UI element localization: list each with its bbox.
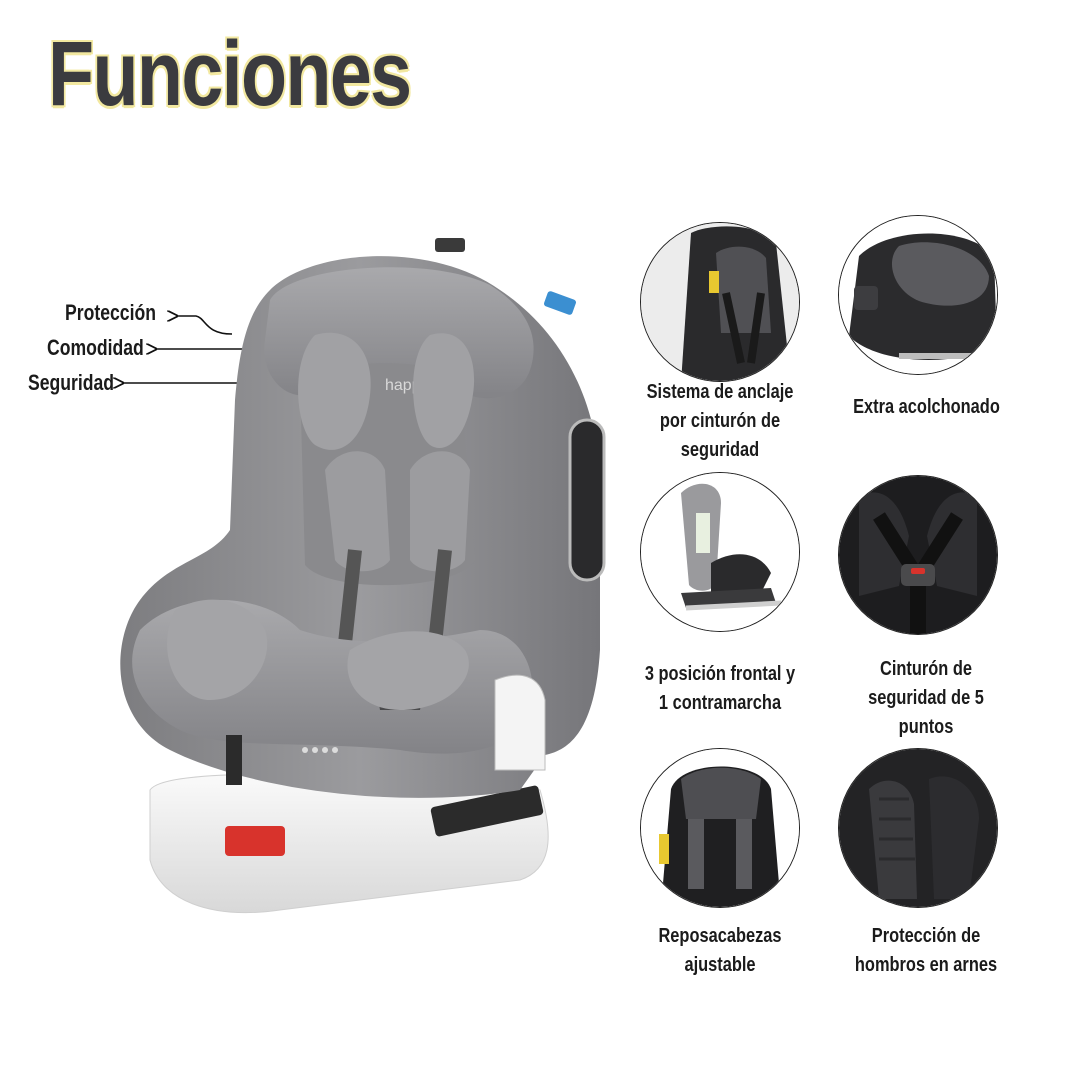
padding-closeup-icon	[838, 215, 998, 375]
seat-brand-text: happ	[385, 377, 421, 394]
caption-anclaje: Sistema de anclaje por cinturón de segur…	[646, 381, 794, 461]
harness-buckle-icon	[838, 475, 998, 635]
shoulder-pad-icon	[838, 748, 998, 908]
caption-posiciones: 3 posición frontal y 1 contramarcha	[644, 663, 796, 714]
seat-top-view-icon	[640, 222, 800, 382]
headrest-icon	[640, 748, 800, 908]
car-seat-illustration: happ	[120, 238, 606, 914]
caption-cinturon: Cinturón de seguridad de 5 puntos	[868, 658, 984, 738]
callout-proteccion: Protección	[65, 300, 156, 325]
caption-acolchonado: Extra acolchonado	[852, 396, 1000, 418]
caption-hombros: Protección de hombros en arnes	[854, 925, 998, 976]
seat-side-view-icon	[640, 472, 800, 632]
callout-seguridad: Seguridad	[28, 370, 115, 395]
caption-reposacabezas: Reposacabezas ajustable	[658, 925, 782, 976]
arrow-proteccion	[176, 316, 233, 335]
page-title: Funciones	[48, 23, 412, 125]
callout-comodidad: Comodidad	[47, 335, 144, 360]
